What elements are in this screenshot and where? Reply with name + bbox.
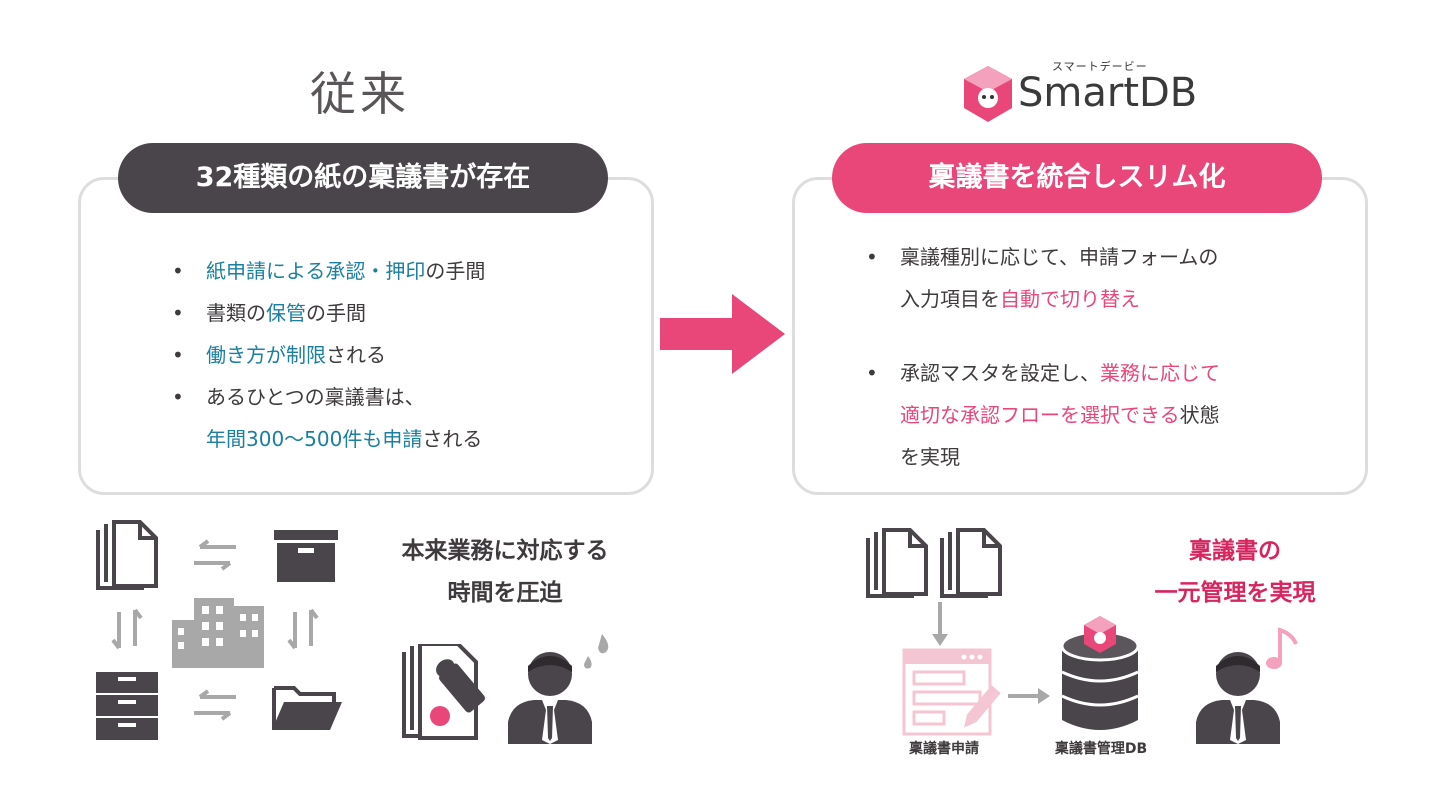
right-bullet-1-line1: 稟議種別に応じて、申請フォームの (900, 245, 1219, 269)
form-icon (902, 648, 1001, 736)
smartdb-logo-icon (1084, 616, 1116, 653)
right-caption: 稟議書の 一元管理を実現 (1130, 530, 1340, 614)
stamp-icon (402, 644, 485, 740)
logo-text: SmartDB (1018, 70, 1198, 116)
left-bullet-1-text-2: の手間 (425, 259, 486, 283)
db-label: 稟議書管理DB (1054, 741, 1148, 757)
right-caption-line1: 稟議書の (1189, 538, 1281, 564)
businessman-icon (1196, 652, 1280, 744)
left-caption-line2: 時間を圧迫 (447, 580, 563, 606)
left-caption: 本来業務に対応する 時間を圧迫 (370, 530, 640, 614)
left-heading: 従来 (310, 67, 410, 121)
left-bullet-continuation: 年間300〜500件も申請される (172, 418, 642, 460)
music-note-icon (1266, 627, 1298, 669)
arrow-down-icon (932, 602, 948, 646)
right-bullet-2-highlight-1: 業務に応じて (1100, 361, 1220, 385)
right-bullet-1: • 稟議種別に応じて、申請フォームの (866, 245, 1219, 269)
bullet-dot: • (172, 301, 184, 325)
swap-arrows-icon (194, 689, 236, 721)
left-bullet-4-cont-1: 年間300〜500件も申請 (206, 427, 423, 451)
swap-arrows-icon (287, 608, 319, 650)
left-caption-line1: 本来業務に対応する (401, 538, 609, 564)
right-bullet-2-line3: を実現 (900, 445, 960, 469)
drawer-cabinet-icon (96, 672, 158, 740)
database-icon (1060, 616, 1140, 730)
left-bullet-2: • 書類の保管の手間 (172, 292, 642, 334)
bullet-dot: • (172, 343, 184, 367)
swap-arrows-icon (111, 608, 143, 650)
left-bullet-2-text-3: の手間 (306, 301, 366, 325)
bullet-dot: • (172, 385, 184, 409)
right-pill: 稟議書を統合しスリム化 (832, 143, 1322, 213)
document-stack-icon (940, 528, 1002, 598)
left-card (78, 177, 654, 495)
bullet-dot: • (172, 259, 184, 283)
left-bullet-1-text-1: 紙申請による承認・押印 (206, 259, 426, 283)
document-stack-icon (866, 528, 928, 598)
right-bullet-2-line2b: 状態 (1179, 403, 1220, 427)
left-bullet-4-text-1: あるひとつの稟議書は、 (206, 385, 425, 409)
right-bullets: • 稟議種別に応じて、申請フォームの 入力項目を自動で切り替え • 承認マスタを… (866, 236, 1346, 478)
smartdb-logo: スマートデービー SmartDB (962, 58, 1202, 128)
logo-kana: スマートデービー (1052, 60, 1148, 73)
left-bullet-4-cont-2: される (422, 427, 483, 451)
businessman-icon (508, 652, 592, 744)
folder-icon (272, 686, 342, 730)
left-pill: 32種類の紙の稟議書が存在 (118, 143, 608, 213)
left-bullet-2-text-1: 書類の (206, 301, 266, 325)
arrow-right-small-icon (1008, 688, 1050, 704)
arrow-right-icon (660, 294, 785, 374)
left-bullet-3-text-1: 働き方が制限 (206, 343, 326, 367)
left-bullet-3-text-2: される (326, 343, 386, 367)
storage-box-icon (274, 530, 338, 582)
right-bullet-2-highlight-2: 適切な承認フローを選択できる (900, 403, 1180, 427)
left-bullet-1: • 紙申請による承認・押印の手間 (172, 250, 642, 292)
sweat-drop-icon (584, 634, 609, 669)
right-bullet-1-highlight: 自動で切り替え (1000, 287, 1140, 311)
right-bullet-1-line2a: 入力項目を (900, 287, 1000, 311)
left-bullets: •紙申請による承認・押印の手間•書類の保管の手間•働き方が制限される•あるひとつ… (172, 250, 642, 460)
left-bullet-4: • あるひとつの稟議書は、 (172, 376, 642, 418)
right-bullet-2-line1a: 承認マスタを設定し、 (900, 361, 1100, 385)
swap-arrows-icon (194, 539, 236, 571)
right-bullet-2: • 承認マスタを設定し、業務に応じて (866, 361, 1220, 385)
building-icon (172, 598, 264, 668)
right-caption-line2: 一元管理を実現 (1154, 580, 1316, 606)
left-bullet-3: • 働き方が制限される (172, 334, 642, 376)
smartdb-logo-icon (964, 66, 1012, 122)
pencil-icon (964, 685, 1001, 728)
form-label: 稟議書申請 (909, 741, 979, 757)
left-bullet-2-text-2: 保管 (266, 301, 306, 325)
document-stack-icon (96, 520, 158, 590)
